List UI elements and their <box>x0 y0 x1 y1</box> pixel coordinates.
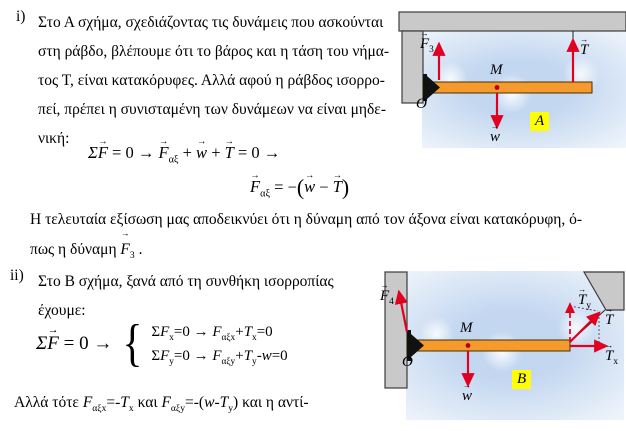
paragraph-final-line: Αλλά τότε Fαξx=-Tx και Fαξy=-(w-Ty) και … <box>14 394 309 415</box>
rod <box>406 339 571 352</box>
text-line: νική: <box>38 130 70 147</box>
curly-brace: { <box>122 315 143 372</box>
pivot-point <box>409 343 415 348</box>
label-tension: T <box>605 306 614 329</box>
center-of-mass-dot <box>494 85 500 90</box>
label-origin: O <box>416 96 427 112</box>
text-line: Στο Α σχήμα, σχεδιάζοντας τις δυνάμεις π… <box>38 14 384 31</box>
text-line: Στο Β σχήμα, ξανά από τη συνθήκη ισορροπ… <box>38 273 334 290</box>
equation-system-lhs: ΣF = 0 → <box>36 326 112 355</box>
paragraph-ii: Στο Β σχήμα, ξανά από τη συνθήκη ισορροπ… <box>38 267 378 325</box>
figure-tag-b: B <box>512 370 532 389</box>
equation-system: ΣF = 0 → { ΣFx=0 → Fαξx+Tx=0 ΣFy=0 → Fαξ… <box>36 318 288 370</box>
label-weight: w <box>462 382 472 405</box>
label-tx: Tx <box>605 342 618 367</box>
center-of-mass-dot <box>465 343 471 348</box>
ceiling <box>398 11 626 32</box>
equation-sum-of-forces: ΣF = 0 → Fαξ + w + T = 0 → <box>88 137 280 165</box>
hinge-bracket <box>423 74 427 101</box>
paragraph-conclusion: Η τελευταία εξίσωση μας αποδεικνύει ότι … <box>30 205 600 265</box>
label-midpoint: M <box>460 320 473 336</box>
force-arrow-tension <box>569 311 601 343</box>
text-line: έχουμε: <box>38 302 86 319</box>
rod <box>422 81 593 94</box>
label-f3: F3 <box>420 30 434 55</box>
label-ty: Ty <box>578 286 591 311</box>
ceiling-corner <box>582 271 625 311</box>
label-weight: w <box>490 123 500 146</box>
hinge-bracket <box>407 330 411 361</box>
equation-sum-fy: ΣFy=0 → Fαξy+Ty-w=0 <box>151 347 288 367</box>
hinge <box>427 76 440 99</box>
left-wall <box>401 30 424 104</box>
text-line: στη ράβδο, βλέπουμε ότι το βάρος και η τ… <box>38 43 390 60</box>
label-tension: T <box>580 36 589 59</box>
list-marker-i: i) <box>16 8 26 25</box>
text-line: Η τελευταία εξίσωση μας αποδεικνύει ότι … <box>30 211 583 228</box>
list-marker-ii: ii) <box>10 267 24 284</box>
diagram-a: F3 T M O w A <box>394 8 626 152</box>
text-line: τος Τ, είναι κατακόρυφες. Αλλά αφού η ρά… <box>38 72 385 89</box>
diagram-b-figure <box>384 271 625 389</box>
label-midpoint: M <box>490 62 503 78</box>
force-arrow-f4 <box>394 289 409 333</box>
equation-axis-force-result: Fαξ = −(w − T) <box>250 171 349 201</box>
label-f4: F4 <box>380 282 394 307</box>
diagram-a-figure <box>398 11 626 130</box>
text-line: πως η δύναμη F3 . <box>30 229 600 265</box>
text-line: πεί, πρέπει η συνισταμένη των δυνάμεων ν… <box>38 101 386 118</box>
paragraph-i: Στο Α σχήμα, σχεδιάζοντας τις δυνάμεις π… <box>38 8 398 153</box>
pivot-point <box>425 85 431 90</box>
equation-system-lines: ΣFx=0 → Fαξx+Tx=0 ΣFy=0 → Fαξy+Ty-w=0 <box>151 323 288 367</box>
hinge <box>411 334 424 357</box>
figure-tag-a: A <box>530 112 550 131</box>
equation-sum-fx: ΣFx=0 → Fαξx+Tx=0 <box>151 323 273 343</box>
diagram-b: F4 O M w Ty T Tx B <box>378 268 626 428</box>
label-origin: O <box>402 354 413 370</box>
